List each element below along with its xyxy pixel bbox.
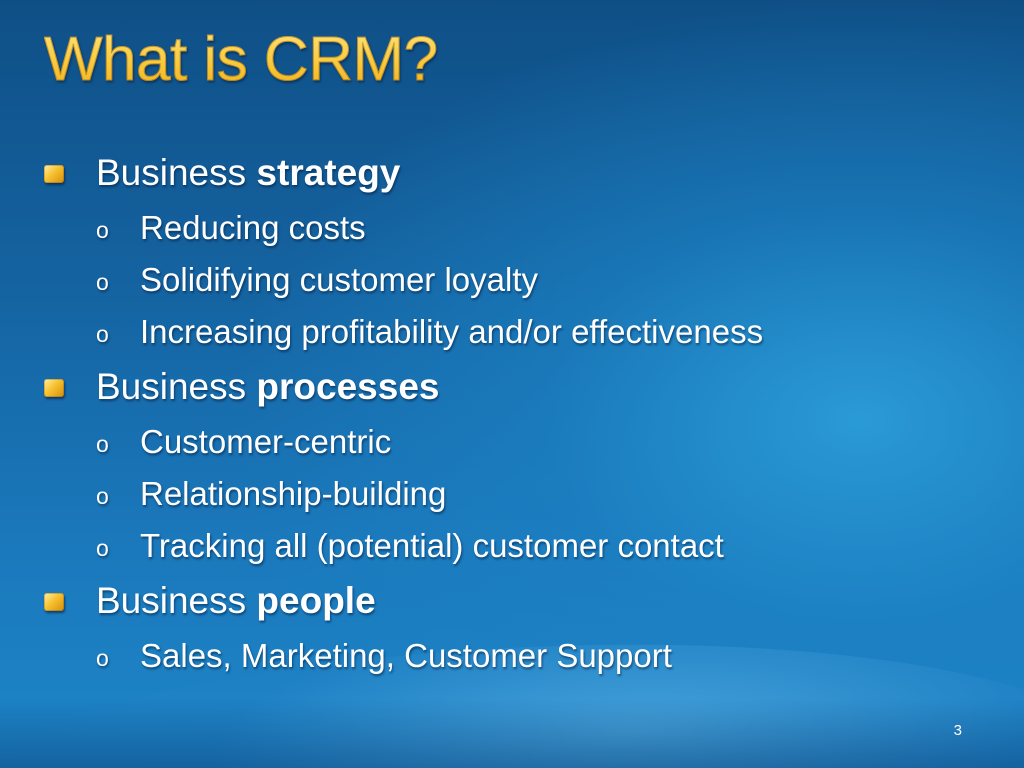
sub-bullet-item: o Customer-centric <box>44 416 763 468</box>
sub-bullet-item: o Solidifying customer loyalty <box>44 254 763 306</box>
sub-bullet-text: Solidifying customer loyalty <box>140 261 538 298</box>
bullet-prefix: Business <box>96 580 257 621</box>
page-number: 3 <box>953 722 962 739</box>
sub-bullet-text: Relationship-building <box>140 475 447 512</box>
sub-bullet-item: o Reducing costs <box>44 202 763 254</box>
sub-bullet-text: Tracking all (potential) customer contac… <box>140 527 724 564</box>
square-bullet-icon <box>44 165 64 183</box>
sub-bullet-text: Reducing costs <box>140 209 366 246</box>
bullet-emphasis: people <box>256 580 376 621</box>
square-bullet-icon <box>44 593 64 611</box>
sub-bullet-text: Increasing profitability and/or effectiv… <box>140 313 764 350</box>
bullet-emphasis: strategy <box>256 152 401 193</box>
bullet-business-people: Business people <box>44 572 763 630</box>
circle-bullet-icon: o <box>96 535 109 561</box>
sub-bullet-item: o Sales, Marketing, Customer Support <box>44 630 763 682</box>
circle-bullet-icon: o <box>96 431 109 457</box>
sub-bullet-text: Customer-centric <box>140 423 392 460</box>
sub-bullet-text: Sales, Marketing, Customer Support <box>140 637 672 674</box>
sub-bullet-item: o Tracking all (potential) customer cont… <box>44 520 763 572</box>
circle-bullet-icon: o <box>96 321 109 347</box>
bullet-prefix: Business <box>96 366 257 407</box>
bullet-list: Business strategy o Reducing costs o Sol… <box>44 144 763 682</box>
slide-title: What is CRM? <box>44 18 439 102</box>
circle-bullet-icon: o <box>96 217 109 243</box>
sub-bullet-item: o Relationship-building <box>44 468 763 520</box>
bullet-business-strategy: Business strategy <box>44 144 763 202</box>
bullet-business-processes: Business processes <box>44 358 763 416</box>
circle-bullet-icon: o <box>96 269 109 295</box>
bullet-prefix: Business <box>96 152 257 193</box>
square-bullet-icon <box>44 379 64 397</box>
bullet-emphasis: processes <box>256 366 440 407</box>
sub-bullet-item: o Increasing profitability and/or effect… <box>44 306 763 358</box>
circle-bullet-icon: o <box>96 645 109 671</box>
circle-bullet-icon: o <box>96 483 109 509</box>
